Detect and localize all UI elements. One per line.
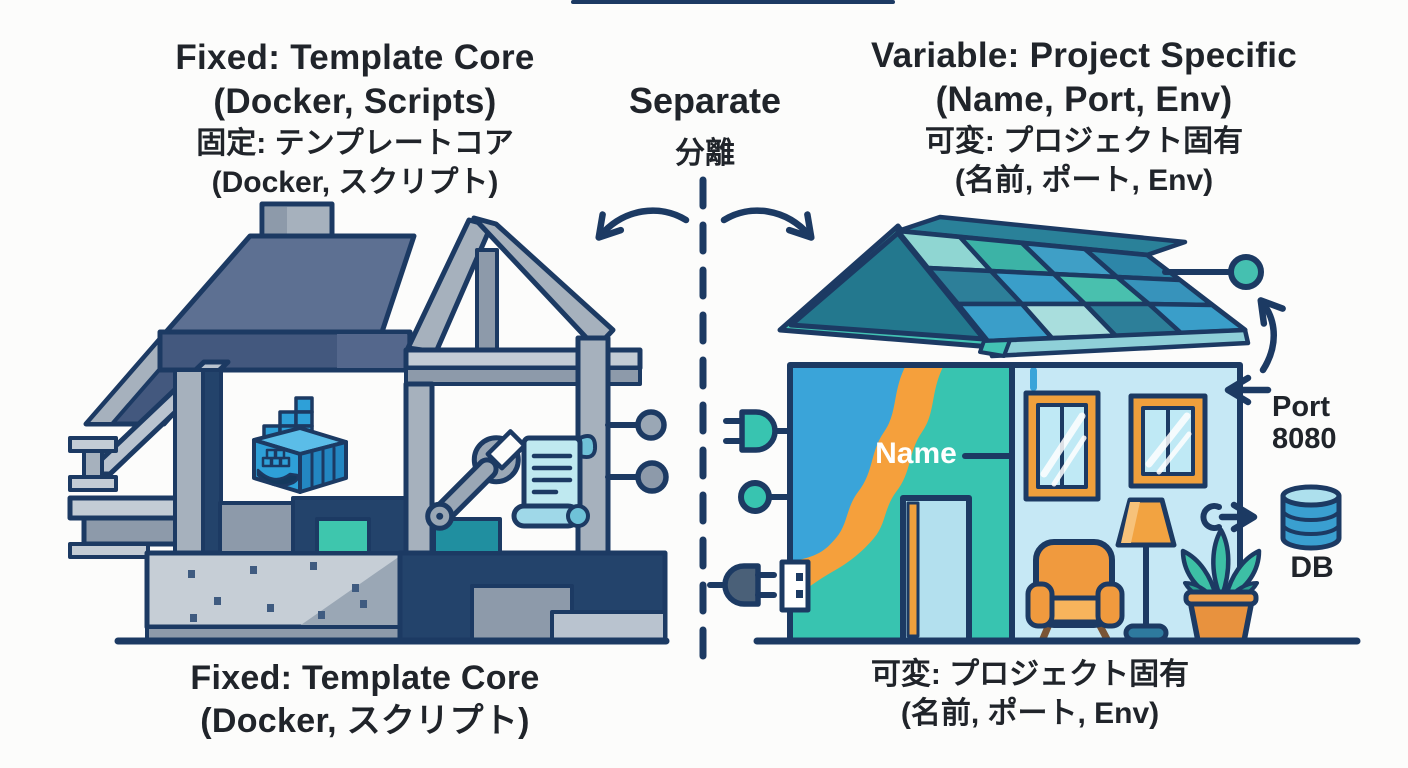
connector-dot-left [738,480,793,514]
window-left [1023,390,1101,502]
roof-fascia-cap [978,338,1012,358]
floor-lamp [1115,497,1177,643]
separator-label-jp: 分離 [675,137,735,170]
door [900,495,972,644]
wall-column-grey [173,368,205,555]
scroll-text-lines [531,453,573,495]
right-caption-line-2: (名前, ポート, Env) [900,697,1160,730]
db-hook-icon [1200,503,1222,531]
database-icon [1280,484,1342,551]
right-title-jp-1: 可変: プロジェクト固有 [924,125,1244,159]
db-link [1200,501,1258,533]
separator-divider [595,176,815,662]
right-house-caption: 可変: プロジェクト固有 (名前, ポート, Env) [800,655,1260,733]
foundation [144,550,403,643]
left-house-caption: Fixed: Template Core (Docker, スクリプト) [135,657,595,743]
whale-cargo-boxes [261,448,291,468]
right-title-jp-2: (名前, ポート, Env) [954,164,1214,198]
right-title-en-1: Variable: Project Specific [870,36,1298,75]
variable-house [707,214,1361,645]
teal-block-bright [315,517,371,555]
right-caption-line-1: 可変: プロジェクト固有 [870,658,1190,691]
king-post [475,248,499,354]
beam-stack [67,495,183,559]
separator-label-en: Separate [628,80,782,121]
orange-paint-wave [790,365,944,602]
left-title-en-2: (Docker, Scripts) [213,82,497,122]
arrow-left-icon [595,207,690,241]
connector-dot-icon [1228,254,1264,290]
grey-block [218,501,295,555]
left-title-jp-1: 固定: テンプレートコア [196,127,514,161]
left-caption-line-2: (Docker, スクリプト) [200,701,530,740]
outlet-icon [779,559,811,613]
right-column-title: Variable: Project Specific (Name, Port, … [828,34,1340,200]
tile-roof [777,214,1264,359]
left-title-jp-2: (Docker, スクリプト) [211,166,499,200]
left-caption-line-1: Fixed: Template Core [190,659,540,697]
whale-icon [256,468,300,487]
docker-container-icon [252,396,348,494]
gable-frame [403,215,643,556]
left-column-title: Fixed: Template Core (Docker, Scripts) 固… [110,36,600,202]
gable-left-post [403,381,435,556]
port-label-word: Port [1272,391,1330,423]
blue-paint-patch [790,365,906,562]
armchair [1025,539,1125,645]
db-label: DB [1290,551,1334,584]
roof-top-plane [163,233,417,335]
right-title-en-2: (Name, Port, Env) [935,80,1233,120]
concrete-speckles [188,562,367,622]
separator-label: Separate 分離 [600,80,810,172]
port-label: Port 8080 [1272,391,1337,456]
plug-icon-top [723,409,793,453]
scroll-icon [511,434,598,529]
wrench-icon [425,429,527,531]
roof-arrow-icon [1257,297,1286,374]
potted-plant [1180,527,1262,644]
roof-fascia-light [337,334,407,368]
stairs [397,517,668,644]
fixed-house [67,201,670,645]
paint-drip [1030,367,1037,391]
port-connector-icon [605,409,669,494]
left-title-en-1: Fixed: Template Core [175,38,535,77]
port-label-number: 8080 [1272,423,1337,456]
arrow-right-icon [720,207,815,241]
name-label: Name [875,437,957,470]
gable-right-rafter [471,215,616,351]
window-right [1128,393,1208,489]
plug-icon-bottom [707,563,777,607]
